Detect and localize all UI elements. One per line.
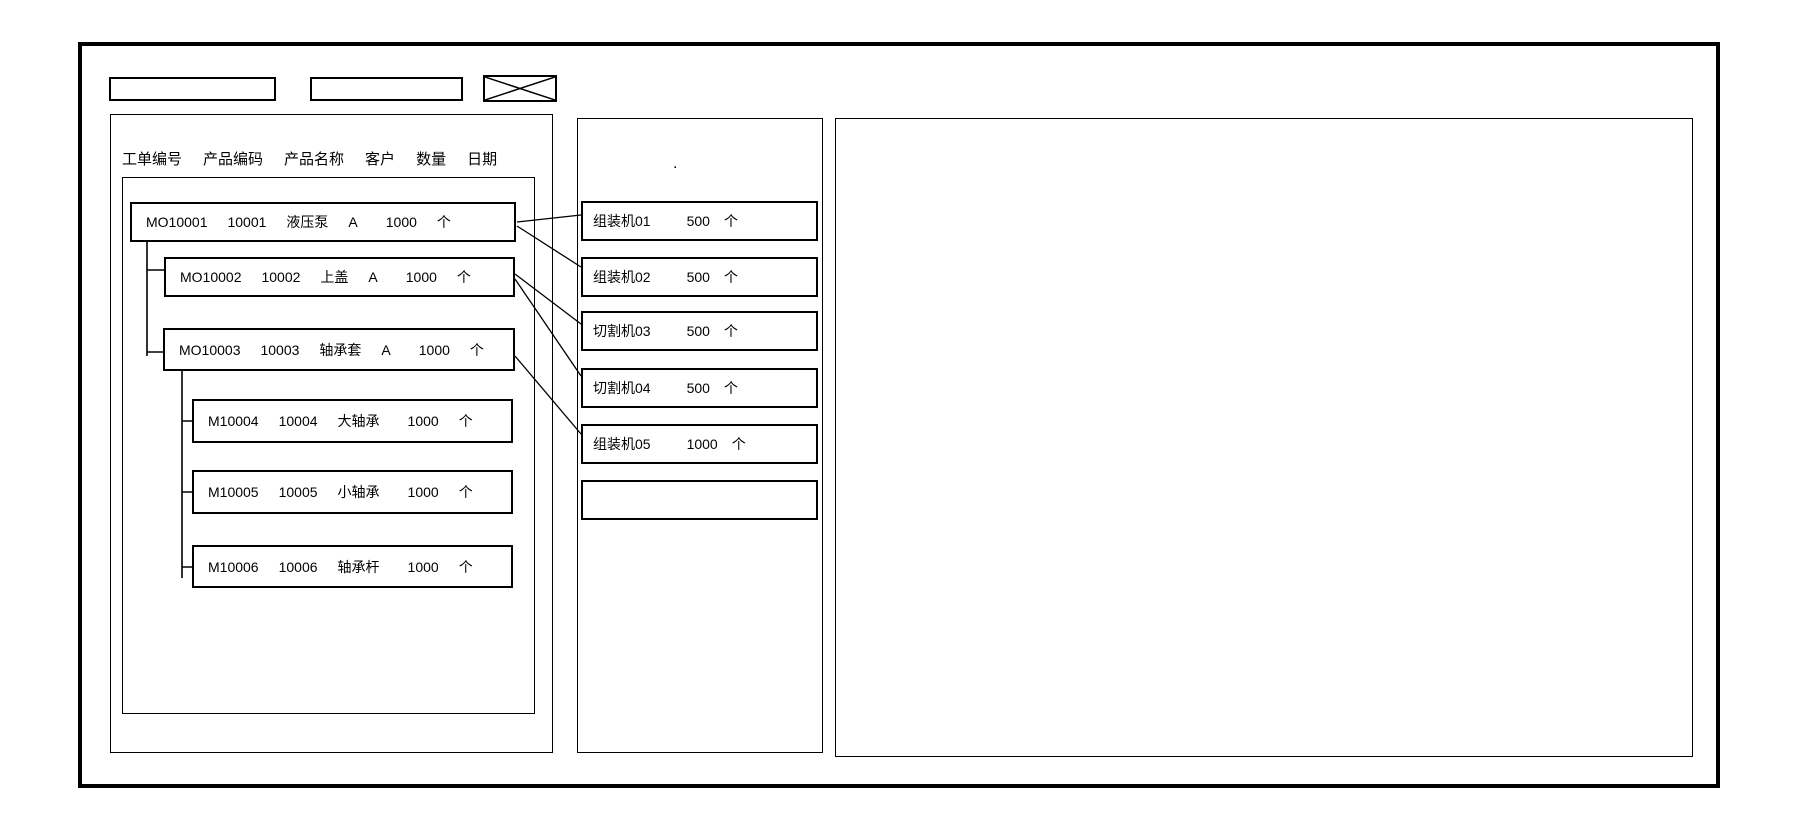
machine-qty: 500: [686, 380, 710, 396]
machine-box-1[interactable]: 组装机01 500 个: [581, 201, 818, 241]
product-name: 大轴承: [337, 413, 380, 429]
col-header-order-no: 工单编号: [122, 151, 183, 168]
product-code: 10003: [260, 341, 300, 358]
product-name: 液压泵: [286, 214, 329, 230]
detail-panel: [835, 118, 1693, 757]
unit: 个: [458, 558, 473, 575]
product-code: 10001: [227, 214, 267, 230]
product-code: 10005: [278, 484, 318, 500]
product-name: 上盖: [320, 269, 349, 285]
machine-box-2[interactable]: 组装机02 500 个: [581, 257, 818, 297]
work-order-row-m10004[interactable]: M10004 10004 大轴承 1000 个: [192, 399, 513, 443]
order-id: M10005: [208, 484, 259, 500]
x-box-icon[interactable]: [483, 75, 557, 102]
x-cross-icon: [485, 77, 555, 100]
unit: 个: [458, 484, 473, 500]
machine-name: 组装机05: [593, 436, 651, 452]
machine-unit: 个: [723, 323, 738, 339]
order-id: MO10002: [180, 269, 242, 285]
machine-box-3[interactable]: 切割机03 500 个: [581, 311, 818, 351]
quantity: 1000: [405, 269, 437, 285]
product-code: 10002: [261, 269, 301, 285]
product-code: 10006: [278, 558, 318, 575]
quantity: 1000: [407, 484, 439, 500]
machine-unit: 个: [723, 213, 738, 229]
col-header-product-code: 产品编码: [203, 151, 264, 168]
unit: 个: [456, 269, 471, 285]
product-name: 小轴承: [337, 484, 380, 500]
machine-box-empty[interactable]: [581, 480, 818, 520]
work-order-row-m10005[interactable]: M10005 10005 小轴承 1000 个: [192, 470, 513, 514]
product-name: 轴承套: [319, 341, 362, 358]
machine-box-5[interactable]: 组装机05 1000 个: [581, 424, 818, 464]
quantity: 1000: [418, 341, 450, 358]
customer: A: [368, 269, 378, 285]
order-id: MO10003: [179, 341, 241, 358]
customer: A: [348, 214, 358, 230]
machine-panel-dot: .: [673, 155, 678, 172]
work-order-row-mo10003[interactable]: MO10003 10003 轴承套 A 1000 个: [163, 328, 515, 371]
toolbar-input-2[interactable]: [310, 77, 463, 101]
machine-qty: 1000: [686, 436, 718, 452]
col-header-date: 日期: [467, 151, 498, 168]
unit: 个: [469, 341, 484, 358]
order-id: M10006: [208, 558, 259, 575]
machine-unit: 个: [723, 269, 738, 285]
col-header-qty: 数量: [416, 151, 447, 168]
customer: A: [381, 341, 391, 358]
product-name: 轴承杆: [337, 558, 380, 575]
machine-name: 切割机03: [593, 323, 651, 339]
toolbar-input-1[interactable]: [109, 77, 276, 101]
order-id: MO10001: [146, 214, 208, 230]
machine-unit: 个: [723, 380, 738, 396]
quantity: 1000: [385, 214, 417, 230]
quantity: 1000: [407, 413, 439, 429]
machine-box-4[interactable]: 切割机04 500 个: [581, 368, 818, 408]
machine-qty: 500: [686, 269, 710, 285]
column-headers: 工单编号 产品编码 产品名称 客户 数量 日期: [122, 148, 497, 169]
machine-qty: 500: [686, 213, 710, 229]
work-order-row-m10006[interactable]: M10006 10006 轴承杆 1000 个: [192, 545, 513, 588]
unit: 个: [436, 214, 451, 230]
machine-name: 组装机01: [593, 213, 651, 229]
machine-qty: 500: [686, 323, 710, 339]
work-order-row-mo10002[interactable]: MO10002 10002 上盖 A 1000 个: [164, 257, 515, 297]
machine-name: 切割机04: [593, 380, 651, 396]
unit: 个: [458, 413, 473, 429]
col-header-product-name: 产品名称: [284, 151, 345, 168]
quantity: 1000: [407, 558, 439, 575]
machine-unit: 个: [731, 436, 746, 452]
order-id: M10004: [208, 413, 259, 429]
col-header-customer: 客户: [365, 151, 396, 168]
product-code: 10004: [278, 413, 318, 429]
machine-name: 组装机02: [593, 269, 651, 285]
work-order-row-mo10001[interactable]: MO10001 10001 液压泵 A 1000 个: [130, 202, 516, 242]
